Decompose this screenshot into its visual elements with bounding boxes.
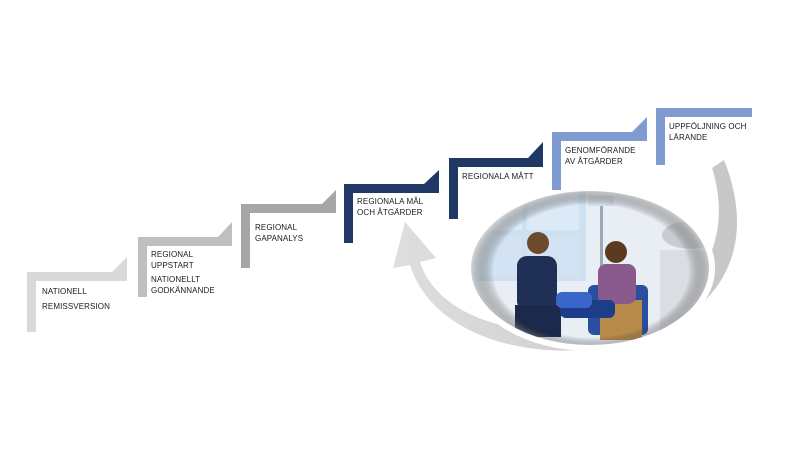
step-label-line: REGIONALA MÅL: [357, 197, 424, 206]
step-label-line: UPPFÖLJNING OCH: [669, 122, 747, 131]
step-label-regionala-matt: REGIONALA MÅTT: [462, 171, 534, 182]
step-nationell: [27, 257, 127, 332]
step-label-regional-gapanalys: REGIONAL GAPANALYS: [255, 222, 303, 244]
step-label-line: NATIONELL: [42, 287, 87, 296]
step-label-line: GAPANALYS: [255, 234, 304, 243]
step-regional-gapanalys: [241, 190, 336, 268]
step-regionala-matt: [449, 142, 543, 219]
step-label-line: OCH ÅTGÄRDER: [357, 208, 423, 217]
step-label-line: AV ÅTGÄRDER: [565, 157, 623, 166]
step-genomforande: [552, 117, 647, 190]
step-uppfoljning: [656, 108, 752, 165]
step-label-line: REGIONALA MÅTT: [462, 172, 534, 181]
step-label-line: REGIONAL: [151, 250, 194, 259]
step-label-line: GODKÄNNANDE: [151, 286, 215, 295]
step-label-line: GENOMFÖRANDE: [565, 146, 636, 155]
step-regional-uppstart: [138, 222, 232, 297]
step-label-line: REGIONAL: [255, 223, 298, 232]
step-label-regionala-mal: REGIONALA MÅL OCH ÅTGÄRDER: [357, 196, 423, 218]
step-label-uppfoljning: UPPFÖLJNING OCH LÄRANDE: [669, 121, 747, 143]
step-label-genomforande: GENOMFÖRANDE AV ÅTGÄRDER: [565, 145, 636, 167]
step-label-line: LÄRANDE: [669, 133, 708, 142]
step-regionala-mal: [344, 170, 439, 243]
step-label-regional-uppstart: REGIONAL UPPSTART NATIONELLT GODKÄNNANDE: [151, 249, 215, 296]
step-label-line: REMISSVERSION: [42, 302, 110, 311]
step-label-line: UPPSTART: [151, 261, 194, 270]
step-label-line: NATIONELLT: [151, 275, 201, 284]
step-label-nationell: NATIONELL REMISSVERSION: [42, 286, 110, 312]
